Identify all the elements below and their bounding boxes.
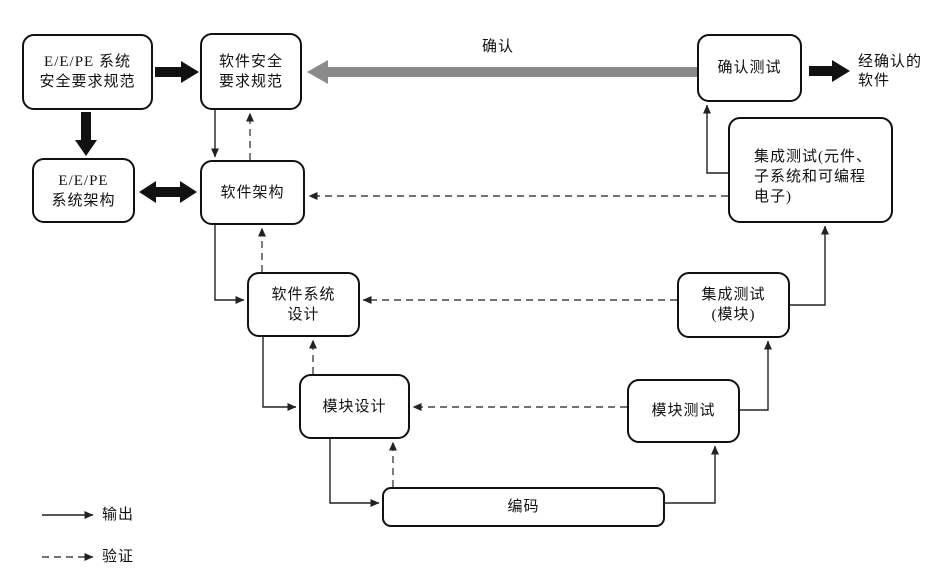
- connector-coding-to-moduletest: [665, 445, 719, 504]
- validated-software-line1: 经确认的: [858, 54, 923, 70]
- box-line: 确认测试: [717, 60, 782, 76]
- validated-software-line2: 软件: [858, 73, 891, 89]
- thick-arrow-eepereq-to-eepearch: [75, 112, 97, 156]
- box-line: (模块): [711, 307, 756, 323]
- thick-arrow-eepereq-to-swsafetyreq: [155, 61, 199, 83]
- thick-arrow-validationtest-to-validatedsw: [809, 60, 850, 82]
- connector-integrationpe-to-validationtest: [703, 104, 728, 174]
- connector-swarch-to-swsysdesign: [214, 225, 245, 304]
- box-line: 集成测试: [701, 287, 766, 303]
- box-line: 集成测试(元件、: [754, 149, 872, 165]
- box-line: 软件系统: [271, 286, 336, 303]
- box-line: 设计: [287, 306, 320, 323]
- box-eepe-system-architecture: E/E/PE 系统架构: [32, 158, 135, 223]
- thick-arrow-eepearch-swarch-bidirectional: [139, 181, 197, 203]
- connector-swsysdesign-to-moduledesign: [262, 337, 297, 411]
- box-module-testing: 模块测试: [627, 379, 740, 443]
- box-line: 子系统和可编程: [754, 169, 867, 185]
- box-line: 软件架构: [220, 184, 285, 201]
- connector-moduletest-to-integrationmodule: [740, 340, 772, 411]
- box-line: E/E/PE 系统: [44, 54, 131, 70]
- box-line: 要求规范: [218, 73, 283, 90]
- box-line: 模块设计: [322, 398, 387, 415]
- connector-moduledesign-to-coding: [329, 439, 380, 507]
- connector-integrationmodule-to-integrationpe: [790, 225, 829, 306]
- box-line: 安全要求规范: [39, 74, 136, 90]
- box-software-architecture: 软件架构: [200, 160, 305, 225]
- box-line: E/E/PE: [58, 172, 109, 189]
- box-line: 软件安全: [218, 53, 283, 70]
- box-software-safety-requirements: 软件安全 要求规范: [200, 33, 302, 110]
- gray-validation-arrow: [307, 60, 697, 84]
- box-line: 系统架构: [51, 192, 116, 209]
- box-module-design: 模块设计: [299, 374, 410, 439]
- box-eepe-system-safety-requirements: E/E/PE 系统 安全要求规范: [22, 34, 153, 110]
- box-integration-testing-module: 集成测试 (模块): [677, 272, 790, 338]
- box-coding: 编码: [382, 487, 665, 527]
- validation-arrow-label: 确认: [481, 39, 514, 55]
- legend-output-label: 输出: [102, 507, 135, 523]
- box-line: 编码: [507, 499, 540, 515]
- box-validation-testing: 确认测试: [697, 34, 802, 102]
- box-integration-testing-components: 集成测试(元件、 子系统和可编程 电子): [728, 117, 893, 223]
- box-line: 电子): [754, 189, 792, 205]
- box-line: 模块测试: [651, 403, 716, 419]
- legend-verification-label: 验证: [102, 549, 135, 565]
- validated-software-label: 经确认的 软件: [858, 53, 922, 91]
- box-software-system-design: 软件系统 设计: [247, 272, 360, 337]
